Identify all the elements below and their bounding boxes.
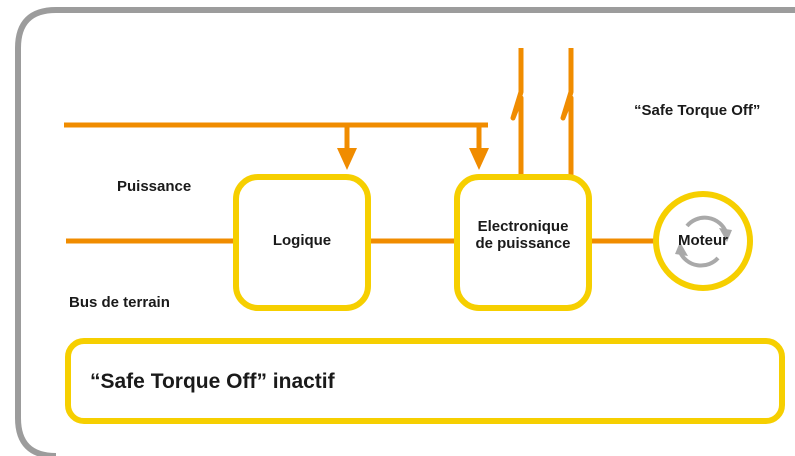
rotation-arrowhead-1 [719,228,732,242]
sto-switch-1 [510,48,524,176]
power-electronics-label: Electronique de puissance [457,218,589,253]
status-text: “Safe Torque Off” inactif [90,370,335,393]
logic-label: Logique [272,232,332,249]
status-box [65,338,785,424]
motor-circle [653,191,753,291]
arrow-to-logic [337,148,357,170]
sto-label: “Safe Torque Off” [634,102,761,119]
motor-label: Moteur [678,232,728,249]
power-electronics-label-line1: Electronique [477,218,569,235]
outer-frame [15,7,795,456]
power-electronics-box [454,174,592,311]
rotation-icon [678,215,728,268]
power-label: Puissance [117,178,192,195]
logic-box [233,174,371,311]
arrow-to-electronics [469,148,489,170]
sto-switch-2 [560,48,574,176]
fieldbus-label: Bus de terrain [69,294,170,311]
power-electronics-label-line2: de puissance [475,235,571,253]
rotation-arrowhead-2 [675,242,688,256]
